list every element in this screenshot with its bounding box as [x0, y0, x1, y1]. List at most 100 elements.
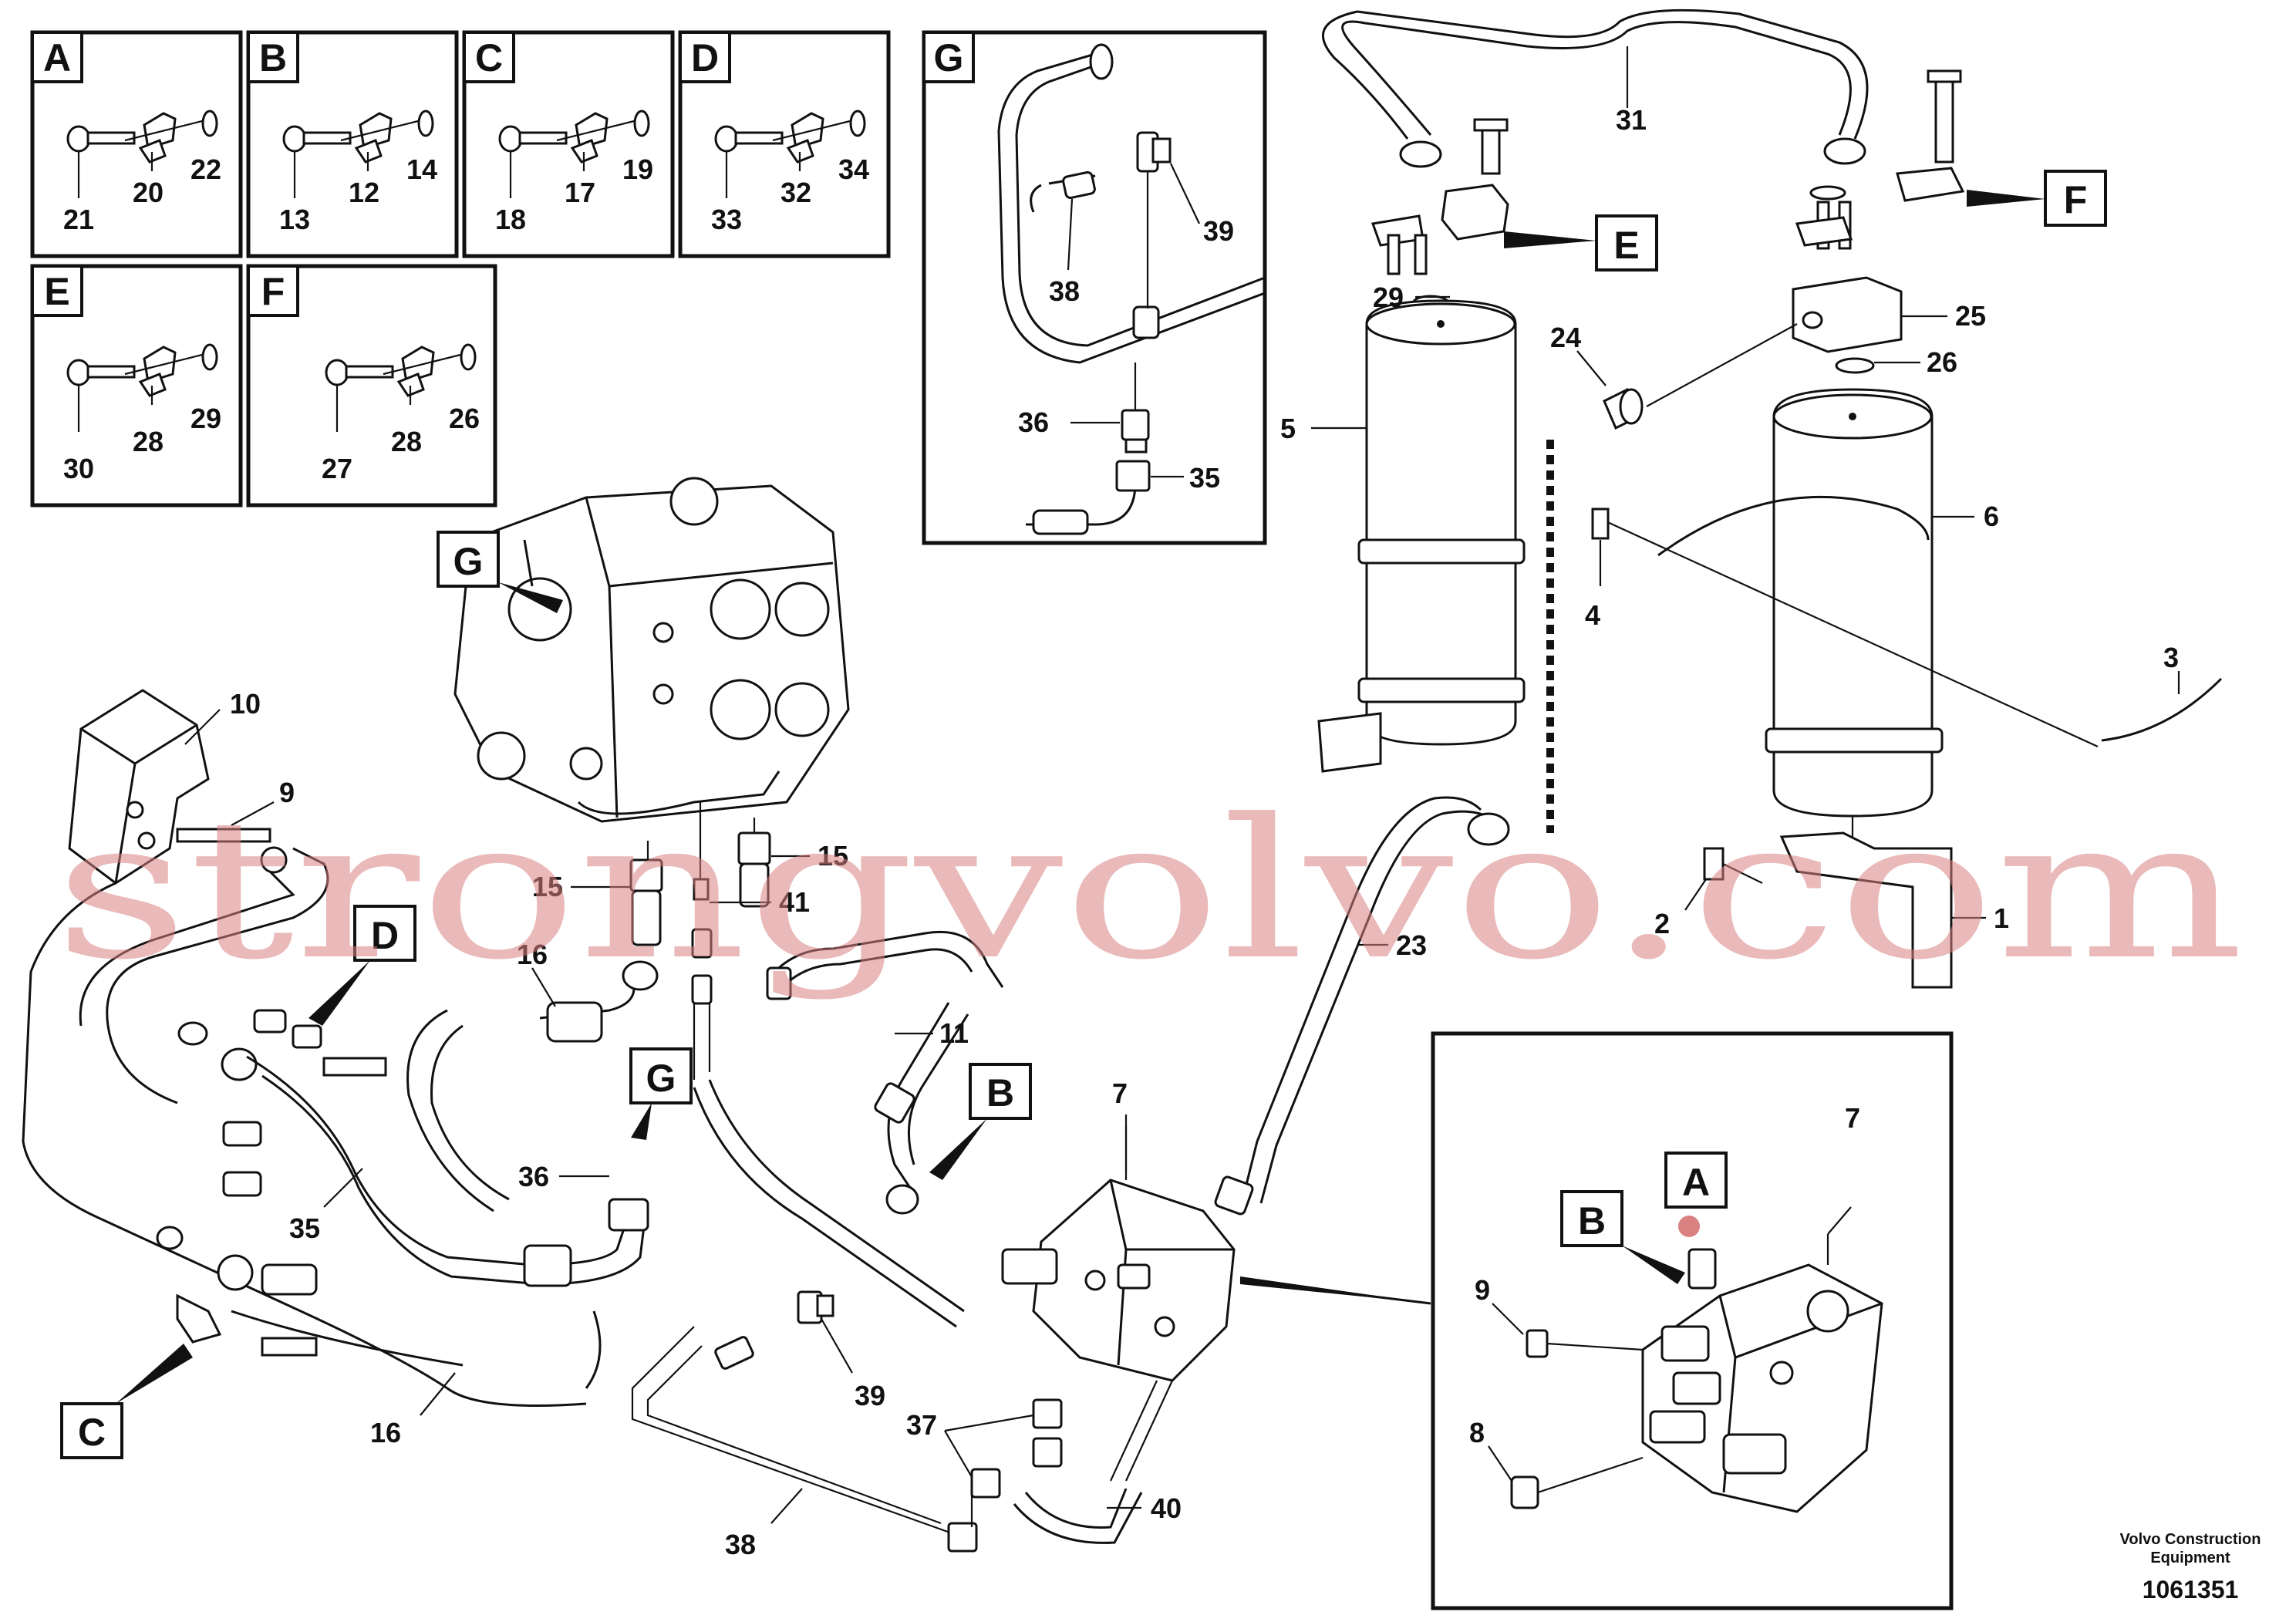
detail-box-d: D 33 32 34 — [678, 30, 891, 258]
detail-tag-f — [247, 265, 299, 317]
callout-tag-d — [353, 905, 416, 962]
detail-b-label-14: 14 — [406, 153, 437, 185]
detail-tag-b-text: B — [259, 36, 287, 79]
detail-box-g: G 39 38 36 35 — [922, 30, 1267, 545]
detail-tag-g-text: G — [934, 36, 964, 79]
label-25: 25 — [1955, 300, 1986, 332]
label-4: 4 — [1585, 599, 1600, 631]
detail-c-label-18: 18 — [495, 204, 526, 235]
hose-23 — [1214, 796, 1510, 1216]
detail-box-b: B 13 12 14 — [246, 30, 459, 258]
detail-f-label-28: 28 — [391, 426, 422, 457]
label-5: 5 — [1280, 413, 1296, 444]
callout-tag-g-lower-text: G — [646, 1057, 676, 1100]
detail-e-label-28: 28 — [133, 426, 164, 457]
detail-tag-e — [31, 265, 83, 317]
detail-tag-f-text: F — [261, 270, 285, 313]
label-9: 9 — [279, 777, 295, 808]
detail-box-a: A 21 20 22 — [30, 30, 243, 258]
callout-tag-c — [60, 1402, 123, 1459]
label-7: 7 — [1112, 1077, 1128, 1109]
callout-tags: D G B C — [60, 905, 1032, 1459]
detail-b-label-13: 13 — [279, 204, 310, 235]
label-39: 39 — [855, 1380, 885, 1411]
label-29: 29 — [1373, 282, 1404, 313]
detail-e-label-29: 29 — [190, 403, 221, 434]
inset-tag-b-text: B — [1578, 1199, 1606, 1243]
callout-tag-b — [969, 1063, 1032, 1120]
footer-company-line1: Volvo Construction — [2120, 1531, 2261, 1548]
inset-label-7: 7 — [1845, 1102, 1860, 1134]
detail-c-label-19: 19 — [622, 153, 653, 185]
callout-tag-g-lower — [629, 1047, 693, 1104]
detail-tag-c — [463, 31, 515, 83]
accumulator-labels: 31 29 5 24 25 26 6 4 3 2 1 — [1280, 104, 2180, 939]
detail-d-label-34: 34 — [838, 153, 869, 185]
label-31: 31 — [1616, 104, 1647, 136]
label-38: 38 — [725, 1529, 756, 1560]
inset-label-9: 9 — [1475, 1274, 1490, 1306]
detail-g-label-39: 39 — [1203, 215, 1234, 247]
label-15a: 15 — [532, 871, 563, 902]
label-11: 11 — [939, 1017, 969, 1049]
label-10: 10 — [230, 688, 261, 720]
detail-tag-a-text: A — [43, 36, 71, 79]
label-15b: 15 — [818, 840, 848, 872]
detail-g-label-36: 36 — [1018, 406, 1049, 438]
callout-tag-f — [2044, 170, 2107, 227]
footer-drawing-number: 1061351 — [2143, 1576, 2239, 1603]
callout-tag-e — [1595, 214, 1658, 271]
left-assembly — [22, 689, 659, 1407]
detail-a-label-20: 20 — [133, 177, 164, 208]
label-41: 41 — [779, 886, 810, 918]
callout-tag-e-text: E — [1613, 224, 1639, 267]
detail-tag-g — [922, 31, 975, 83]
detail-a-label-21: 21 — [63, 204, 94, 235]
callout-tag-c-text: C — [78, 1411, 106, 1454]
inset-box-block-7: A B 7 9 8 — [1239, 1031, 1954, 1610]
inset-tag-a-text: A — [1682, 1161, 1710, 1204]
control-valve — [453, 477, 850, 823]
detail-box-c: C 18 17 19 — [462, 30, 675, 258]
label-2: 2 — [1654, 908, 1670, 939]
callout-tag-g-valve-text: G — [453, 540, 484, 583]
detail-f-label-27: 27 — [322, 453, 352, 484]
detail-e-label-30: 30 — [63, 453, 94, 484]
callout-tag-f-text: F — [2064, 178, 2088, 221]
label-37: 37 — [906, 1409, 937, 1441]
detail-tag-e-text: E — [44, 270, 69, 313]
detail-tag-a — [31, 31, 83, 83]
accumulator-assembly: E F — [1317, 8, 2223, 989]
inset-tag-b — [1560, 1190, 1623, 1247]
left-labels: 10 9 15 15 41 16 11 23 7 36 35 16 39 37 … — [184, 688, 1427, 1560]
center-fittings — [629, 802, 1004, 1328]
detail-tag-d — [679, 31, 731, 83]
detail-a-label-22: 22 — [190, 153, 221, 185]
label-40: 40 — [1151, 1492, 1182, 1524]
detail-c-label-17: 17 — [565, 177, 595, 208]
label-6: 6 — [1984, 501, 1999, 532]
inset-label-8: 8 — [1469, 1417, 1485, 1448]
label-26: 26 — [1927, 346, 1957, 378]
label-16a: 16 — [517, 939, 548, 970]
detail-tag-d-text: D — [691, 36, 719, 79]
detail-tag-c-text: C — [475, 36, 503, 79]
label-36: 36 — [518, 1161, 549, 1192]
watermark: strongvolvo.com — [54, 777, 2244, 1002]
detail-f-label-26: 26 — [449, 403, 480, 434]
callout-tag-b-text: B — [986, 1071, 1014, 1114]
label-35: 35 — [289, 1212, 320, 1244]
detail-box-e: E 30 28 29 — [30, 264, 243, 508]
label-3: 3 — [2163, 642, 2179, 673]
detail-box-f: F 27 28 26 — [246, 264, 497, 508]
label-23: 23 — [1396, 929, 1427, 961]
detail-b-label-12: 12 — [349, 177, 379, 208]
label-16b: 16 — [370, 1417, 401, 1448]
detail-g-label-35: 35 — [1189, 462, 1220, 494]
detail-d-label-32: 32 — [781, 177, 811, 208]
label-24: 24 — [1550, 322, 1581, 353]
detail-d-label-33: 33 — [711, 204, 742, 235]
footer-company-line2: Equipment — [2150, 1549, 2230, 1566]
inset-tag-a — [1664, 1152, 1728, 1209]
